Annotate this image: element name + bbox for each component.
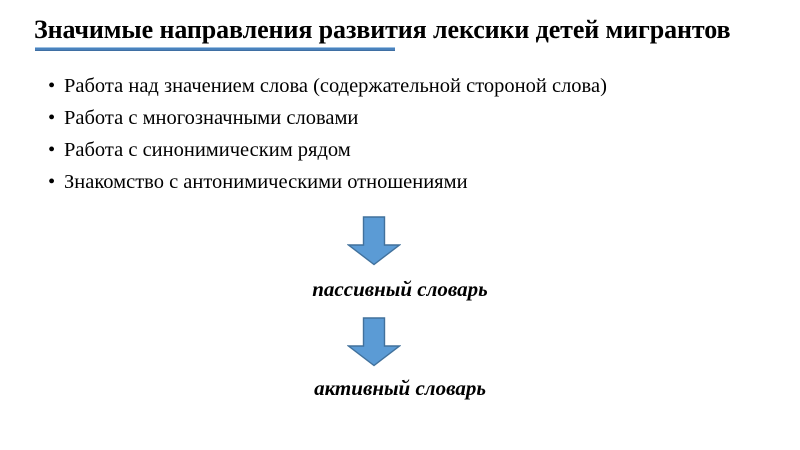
page-title: Значимые направления развития лексики де… — [34, 14, 774, 51]
title-underline-rule — [35, 47, 395, 51]
page-title-text: Значимые направления развития лексики де… — [34, 15, 731, 44]
bullet-point-icon: • — [48, 171, 56, 193]
list-item: • Работа с синонимическим рядом — [46, 134, 746, 166]
list-item: • Знакомство с антонимическими отношения… — [46, 166, 746, 198]
down-arrow-to-active-vocabulary — [347, 317, 401, 367]
list-item-label: Знакомство с антонимическими отношениями — [64, 171, 468, 193]
list-item-label: Работа с синонимическим рядом — [64, 139, 351, 161]
bullet-point-icon: • — [48, 139, 56, 161]
bullet-point-icon: • — [48, 75, 56, 97]
list-item-label: Работа над значением слова (содержательн… — [64, 75, 607, 97]
bullet-list: • Работа над значением слова (содержател… — [46, 70, 746, 198]
list-item: • Работа над значением слова (содержател… — [46, 70, 746, 102]
list-item: • Работа с многозначными словами — [46, 102, 746, 134]
list-item-label: Работа с многозначными словами — [64, 107, 359, 129]
flow-label-active-vocabulary: активный словарь — [314, 376, 486, 400]
down-arrow-to-passive-vocabulary — [347, 216, 401, 266]
bullet-point-icon: • — [48, 107, 56, 129]
flow-label-passive-vocabulary: пассивный словарь — [312, 277, 488, 301]
